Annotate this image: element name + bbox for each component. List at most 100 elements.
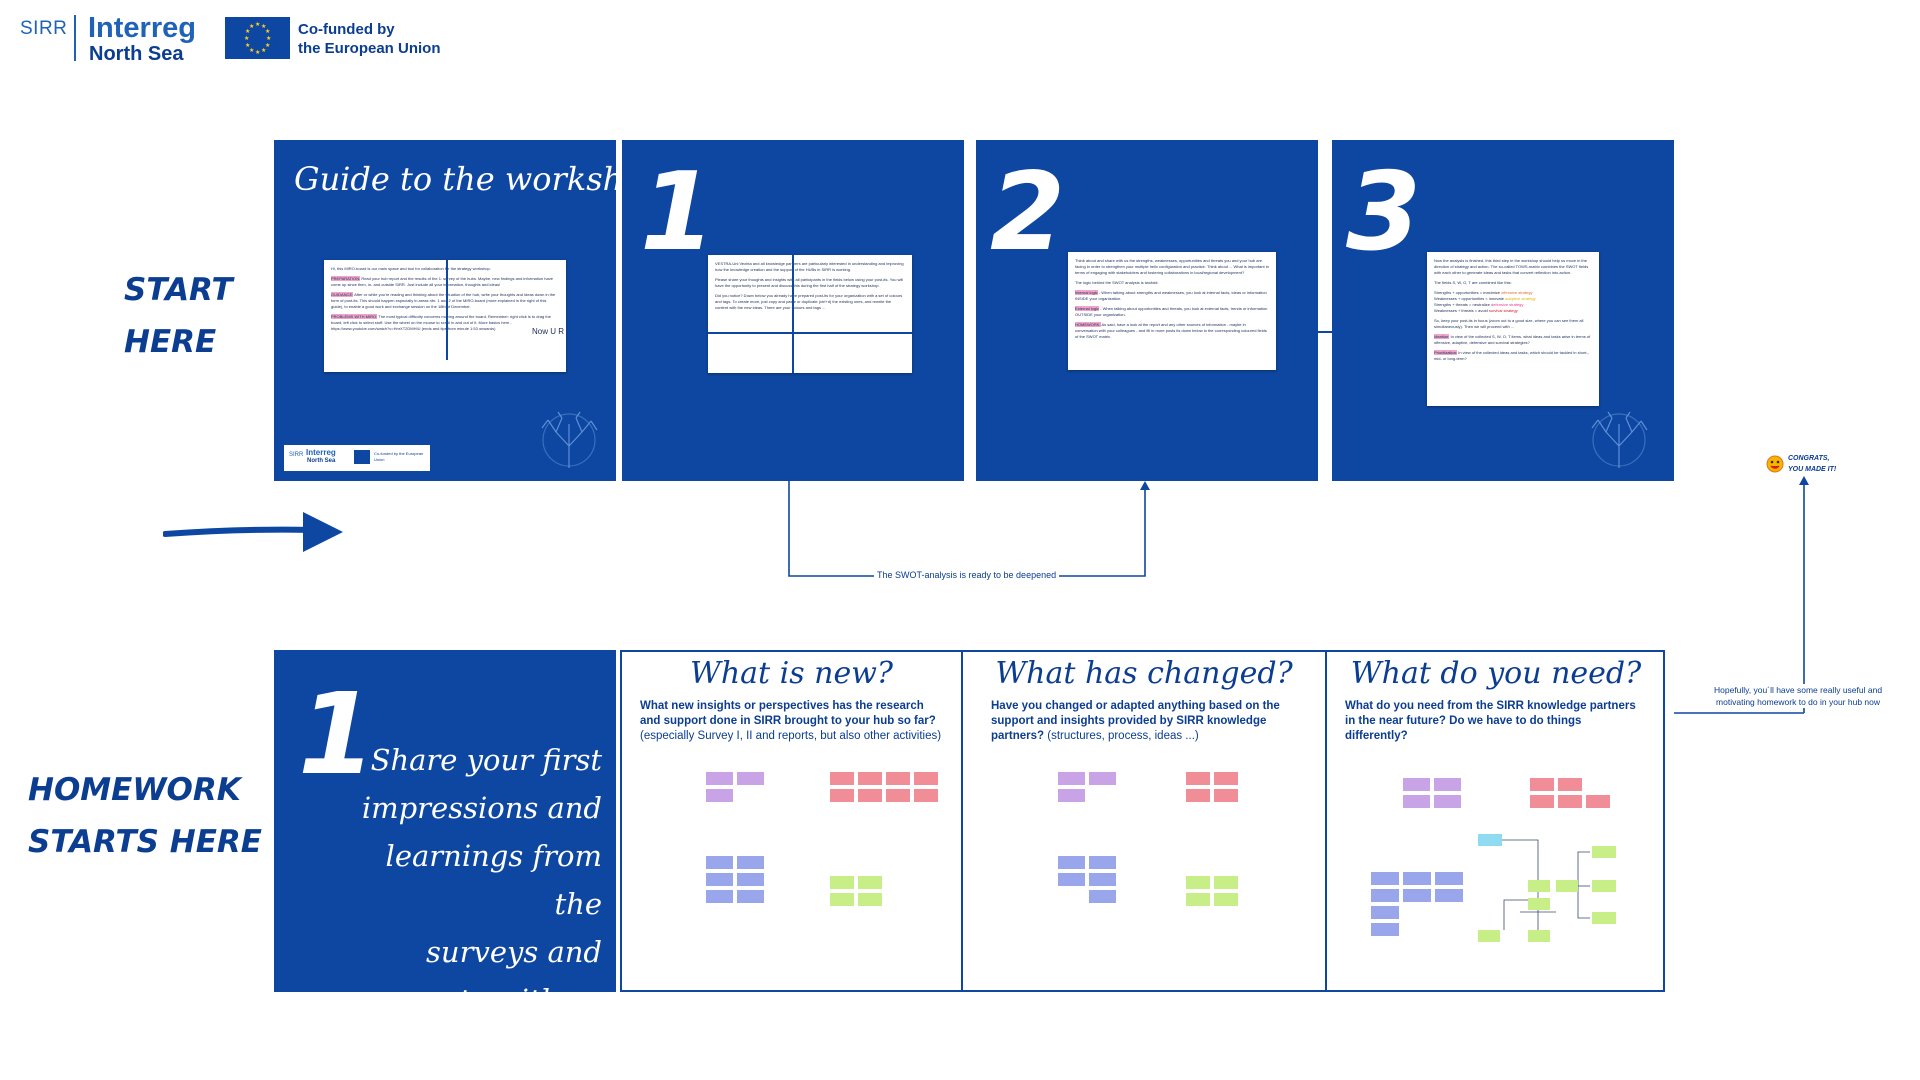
step-2-card[interactable]: Think about and share with us the streng… xyxy=(1068,252,1276,370)
sticky-note[interactable] xyxy=(706,873,733,886)
sticky-note[interactable] xyxy=(830,772,854,785)
sticky-note[interactable] xyxy=(1403,795,1430,808)
sticky-note[interactable] xyxy=(830,893,854,906)
step-3-card-p5-text: In view of the collected ideas and tasks… xyxy=(1434,350,1589,361)
sticky-note[interactable] xyxy=(1089,772,1116,785)
column-what-is-new[interactable]: What is new? What new insights or perspe… xyxy=(622,656,961,744)
sticky-note[interactable] xyxy=(1530,795,1554,808)
sticky-note[interactable] xyxy=(1592,880,1616,892)
col3-red-notes[interactable] xyxy=(1530,778,1610,808)
sticky-note[interactable] xyxy=(1435,889,1463,902)
col1-green-notes[interactable] xyxy=(830,876,882,906)
sticky-note[interactable] xyxy=(1403,889,1431,902)
sticky-note[interactable] xyxy=(1186,893,1210,906)
sticky-note[interactable] xyxy=(858,876,882,889)
step-3-row-2: Weaknesses + opportunities = innovate ad… xyxy=(1434,296,1592,302)
sticky-note[interactable] xyxy=(1058,873,1085,886)
sticky-note[interactable] xyxy=(1186,789,1210,802)
sticky-note[interactable] xyxy=(737,873,764,886)
sticky-note[interactable] xyxy=(1434,795,1461,808)
sticky-note[interactable] xyxy=(737,856,764,869)
col2-red-notes[interactable] xyxy=(1186,772,1238,802)
sticky-note[interactable] xyxy=(1371,872,1399,885)
sticky-note[interactable] xyxy=(1058,772,1085,785)
sticky-note[interactable] xyxy=(1528,930,1550,942)
svg-text:★: ★ xyxy=(265,28,270,35)
sticky-note[interactable] xyxy=(1214,876,1238,889)
sticky-note[interactable] xyxy=(1558,778,1582,791)
col1-red-notes[interactable] xyxy=(830,772,938,802)
footer-interreg-text: Interreg xyxy=(306,448,336,457)
guide-title: Guide to the workshop xyxy=(294,160,663,198)
sticky-note[interactable] xyxy=(1478,930,1500,942)
sticky-note[interactable] xyxy=(737,890,764,903)
svg-text:★: ★ xyxy=(249,47,254,54)
column-what-has-changed[interactable]: What has changed? Have you changed or ad… xyxy=(963,656,1325,744)
column-what-do-you-need[interactable]: What do you need? What do you need from … xyxy=(1327,656,1665,744)
sticky-note[interactable] xyxy=(1586,795,1610,808)
sticky-note[interactable] xyxy=(706,789,733,802)
sticky-note[interactable] xyxy=(830,789,854,802)
step-1-card[interactable]: VESTRA-Uni Vechta and all knowledge part… xyxy=(708,255,912,373)
col1-blue-notes[interactable] xyxy=(706,856,764,903)
sticky-note[interactable] xyxy=(1089,873,1116,886)
svg-text:★: ★ xyxy=(249,23,254,30)
hope-line-1: Hopefully, you´ll have some really usefu… xyxy=(1714,685,1883,695)
sticky-note[interactable] xyxy=(1089,856,1116,869)
step-2-panel[interactable]: 2 Think about and share with us the stre… xyxy=(976,140,1318,481)
col1-purple-notes[interactable] xyxy=(706,772,764,802)
step-3-panel[interactable]: 3 Now the analysis is finished, this thi… xyxy=(1332,140,1674,481)
step-2-card-p2: The logic behind the SWOT analysis is tw… xyxy=(1075,280,1159,285)
step-3-card[interactable]: Now the analysis is finished, this third… xyxy=(1427,252,1599,406)
sticky-note[interactable] xyxy=(1528,898,1550,910)
sticky-note[interactable] xyxy=(1403,778,1430,791)
sticky-note[interactable] xyxy=(1403,872,1431,885)
sticky-note[interactable] xyxy=(1058,856,1085,869)
sticky-note[interactable] xyxy=(1371,889,1399,902)
sticky-note[interactable] xyxy=(886,789,910,802)
col3-purple-notes[interactable] xyxy=(1403,778,1461,808)
guide-panel[interactable]: Guide to the workshop Hi, this MIRO-boar… xyxy=(274,140,663,481)
col2-green-notes[interactable] xyxy=(1186,876,1238,906)
sticky-note[interactable] xyxy=(1435,872,1463,885)
sticky-note[interactable] xyxy=(858,893,882,906)
sticky-note[interactable] xyxy=(914,789,938,802)
prioritization-tag: Prioritization: xyxy=(1434,350,1458,355)
sticky-note[interactable] xyxy=(1371,906,1399,919)
sticky-note[interactable] xyxy=(706,772,733,785)
congrats-line-2: YOU MADE IT! xyxy=(1788,466,1837,473)
sticky-note[interactable] xyxy=(1058,789,1085,802)
sticky-note[interactable] xyxy=(1530,778,1554,791)
step-2-card-p5-text: As said, have a look at the report and a… xyxy=(1075,322,1267,339)
step-1-panel[interactable]: 1 VESTRA-Uni Vechta and all knowledge pa… xyxy=(622,140,964,481)
sticky-note[interactable] xyxy=(914,772,938,785)
sticky-note[interactable] xyxy=(706,856,733,869)
sticky-note[interactable] xyxy=(1556,880,1578,892)
sticky-note[interactable] xyxy=(858,772,882,785)
sticky-note[interactable] xyxy=(1592,846,1616,858)
sticky-note[interactable] xyxy=(1478,834,1502,846)
sticky-note[interactable] xyxy=(830,876,854,889)
homework-hope-label: Hopefully, you´ll have some really usefu… xyxy=(1714,684,1883,708)
col2-purple-notes[interactable] xyxy=(1058,772,1116,802)
sticky-note[interactable] xyxy=(1434,778,1461,791)
sticky-note[interactable] xyxy=(858,789,882,802)
column-1-note: (especially Survey I, II and reports, bu… xyxy=(640,730,942,742)
sticky-note[interactable] xyxy=(1214,789,1238,802)
sticky-note[interactable] xyxy=(1558,795,1582,808)
sticky-note[interactable] xyxy=(737,772,764,785)
guide-card[interactable]: Hi, this MIRO-board is our main space an… xyxy=(324,260,566,372)
sticky-note[interactable] xyxy=(1528,880,1550,892)
sticky-note[interactable] xyxy=(1186,772,1210,785)
sticky-note[interactable] xyxy=(1592,912,1616,924)
col2-blue-notes[interactable] xyxy=(1058,856,1116,903)
sticky-note[interactable] xyxy=(886,772,910,785)
sticky-note[interactable] xyxy=(1214,772,1238,785)
sticky-note[interactable] xyxy=(1214,893,1238,906)
sticky-note[interactable] xyxy=(706,890,733,903)
sticky-note[interactable] xyxy=(1371,923,1399,936)
col3-blue-notes[interactable] xyxy=(1371,872,1463,936)
sticky-note[interactable] xyxy=(1186,876,1210,889)
homework-intro-panel[interactable]: 1 Share your first impressions and learn… xyxy=(274,650,616,1017)
sticky-note[interactable] xyxy=(1089,890,1116,903)
